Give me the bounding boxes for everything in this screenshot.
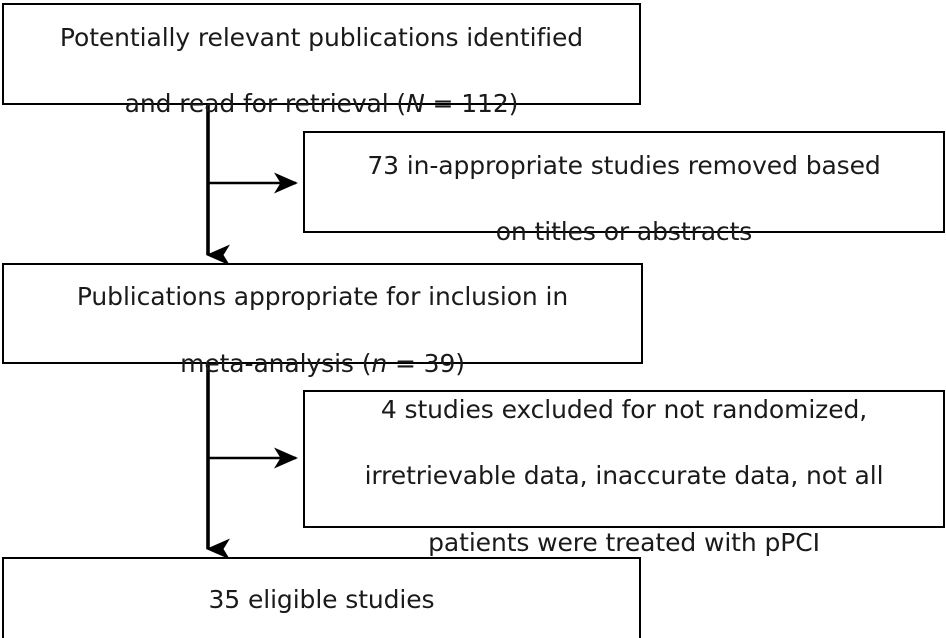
node-identified: Potentially relevant publications identi… bbox=[2, 3, 641, 118]
node-excluded-data-label: 4 studies excluded for not randomized, i… bbox=[364, 394, 884, 557]
node-excluded-titles-label: 73 in-appropriate studies removed based … bbox=[367, 150, 881, 247]
node-included: Publications appropriate for inclusion i… bbox=[2, 263, 643, 378]
sample-size-symbol-N: N bbox=[406, 89, 425, 119]
node-identified-label: Potentially relevant publications identi… bbox=[59, 22, 584, 119]
node-eligible-label: 35 eligible studies bbox=[208, 585, 435, 615]
node-eligible: 35 eligible studies bbox=[2, 557, 641, 638]
node-excluded-data: 4 studies excluded for not randomized, i… bbox=[303, 390, 945, 557]
node-included-label: Publications appropriate for inclusion i… bbox=[76, 282, 569, 378]
node-excluded-titles: 73 in-appropriate studies removed based … bbox=[303, 131, 945, 246]
sample-size-symbol-n: n bbox=[371, 348, 388, 378]
